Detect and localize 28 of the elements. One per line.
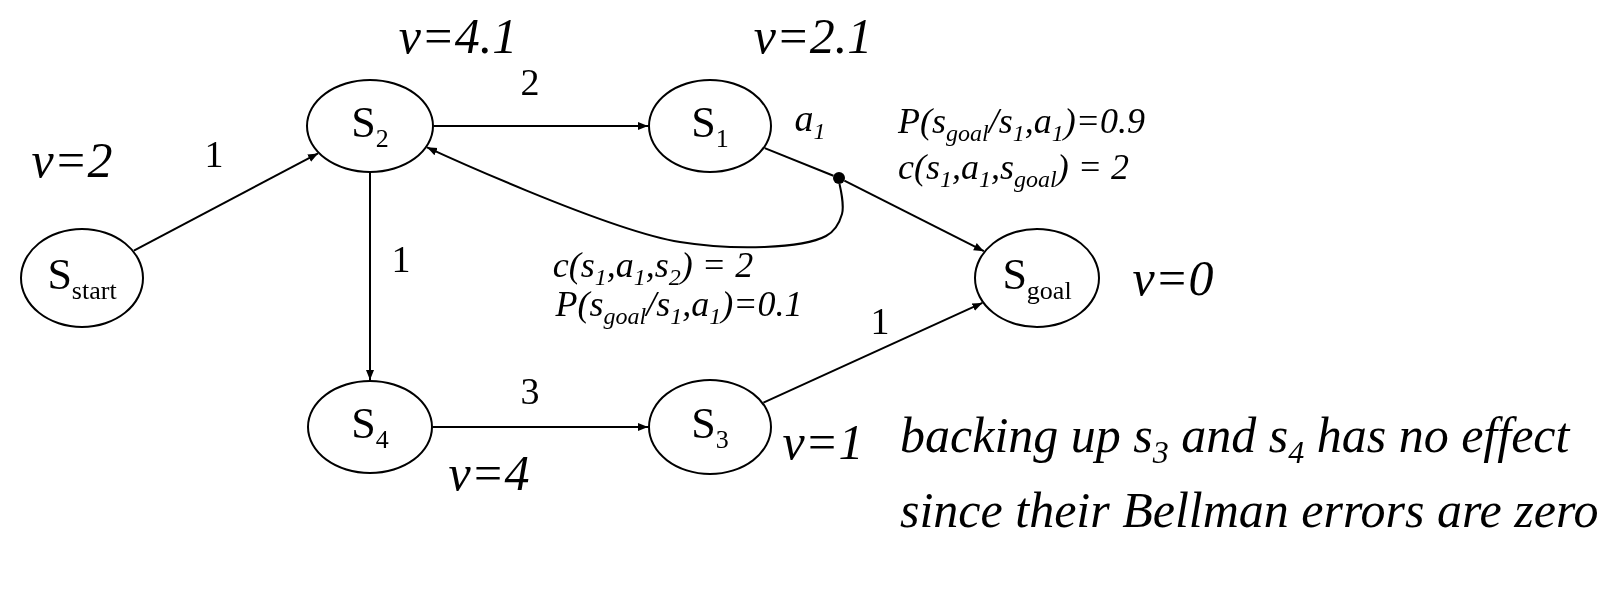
state-name: S$_{1}$ (691, 100, 729, 152)
state-value: v=0 (1132, 253, 1214, 303)
probability-cost-label: P(s$_{goal}$/s$_{1}$,a$_{1}$)=0.9 (898, 102, 1145, 146)
state-name: S$_{start}$ (47, 252, 117, 304)
arrow (762, 301, 984, 404)
state-value: v=2 (31, 135, 113, 185)
state-value: v=2.1 (753, 11, 873, 61)
state-name: S$_{4}$ (351, 401, 389, 453)
edge-label: 1 (870, 302, 890, 340)
arrow (366, 172, 374, 381)
note-text: backing up s$_{3}$ and s$_{4}$ has no effect since their Bellman errors are zero (900, 406, 1600, 541)
state-value: v=4 (448, 448, 530, 498)
arrow (433, 122, 649, 130)
arrow (432, 423, 649, 431)
branch-dot (833, 172, 845, 184)
probability-cost-label: c(s$_{1}$,a$_{1}$,s$_{goal}$) = 2 (898, 148, 1129, 192)
edge-label: 1 (204, 135, 224, 173)
edge-label: 2 (520, 63, 540, 101)
state-value: v=1 (782, 417, 864, 467)
arrow (426, 146, 844, 249)
state-name: S$_{2}$ (351, 100, 389, 152)
state-value: v=4.1 (398, 11, 518, 61)
edge-label: 3 (520, 372, 540, 410)
edge-label: 1 (391, 240, 411, 278)
state-name: S$_{goal}$ (1002, 252, 1072, 304)
edge-label: a$_{1}$ (794, 98, 826, 144)
arrow (843, 179, 985, 253)
state-name: S$_{3}$ (691, 401, 729, 453)
